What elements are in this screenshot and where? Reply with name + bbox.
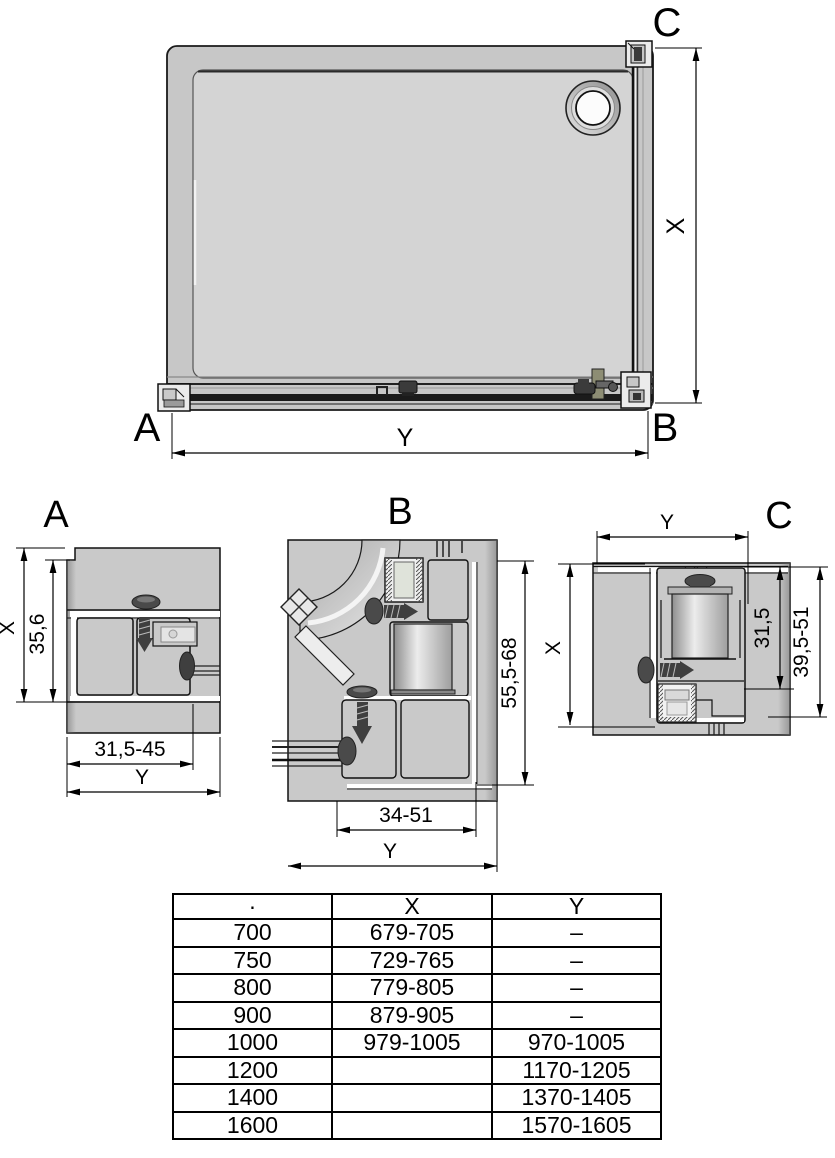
detail-b-label: B [387,491,412,533]
detail-a-screw [131,594,161,652]
wall-bracket-c [625,40,653,68]
table-cell: 970-1005 [491,1028,662,1058]
table-row: 800 779-805 – [172,973,662,1003]
table-cell [331,1110,493,1140]
detail-b-dimension-34-51: 34-51 [336,782,477,837]
detail-a-clamp-plate [152,621,198,681]
detail-c-dim-y-label: Y [660,511,674,534]
table-row: 1400 1370-1405 [172,1083,662,1113]
drawing-canvas: X Y C A B A [0,1,828,872]
drain-icon [565,80,621,136]
table-cell: 1600 [172,1110,333,1140]
table-cell: 879-905 [331,1000,493,1030]
detail-view-a: A [0,494,221,797]
table-cell: – [491,918,662,948]
table-row: 900 879-905 – [172,1000,662,1030]
table-cell: 979-1005 [331,1028,493,1058]
table-row: 750 729-765 – [172,945,662,975]
table-cell: 700 [172,918,333,948]
table-cell: 750 [172,945,333,975]
glass-panel [631,50,644,400]
detail-view-c: C [542,495,828,736]
detail-a-dim-x-label: X [0,621,19,635]
table-cell: 800 [172,973,333,1003]
detail-b-dim-range-label: 34-51 [379,804,433,827]
detail-c-dimension-x: X [542,563,655,728]
detail-c-roller-cylinder [664,574,736,660]
table-cell: – [491,1000,662,1030]
detail-b-dimension-y: Y [288,801,498,872]
detail-a-dimension-35-6: 35,6 [26,559,70,702]
detail-c-dimension-31-5: 31,5 [744,566,828,690]
plan-dim-y-label: Y [397,424,414,452]
plan-dim-x-label: X [662,217,690,234]
detail-c-label: C [765,495,792,537]
detail-a-dimension-y: Y [67,737,221,797]
table-row: 700 679-705 – [172,918,662,948]
detail-a-label: A [43,494,69,536]
plan-dimension-y: Y [171,411,649,459]
detail-c-adjust-screw [637,656,694,684]
plan-section-label-b: B [652,406,679,450]
detail-c-dimension-39-5-51: 39,5-51 [768,567,827,718]
detail-a-profile-cavities [67,609,220,703]
detail-c-seal-insert [657,683,697,723]
detail-b-dimension-55-5-68: 55,5-68 [477,560,534,786]
detail-c-dim-x-label: X [542,641,565,655]
detail-b-adjust-screw [364,597,418,625]
detail-a-dim-inner-label: 35,6 [26,614,49,655]
plan-section-label-a: A [134,406,161,450]
col-header-x: X [331,893,493,920]
detail-a-dim-y-label: Y [135,766,149,789]
size-dimension-table: · X Y 700 679-705 – 750 729-765 – 800 77… [172,893,662,1140]
table-cell: 1200 [172,1055,333,1085]
corner-bracket-a [157,383,191,412]
detail-b-dim-inner-label: 55,5-68 [498,637,521,708]
table-cell: 900 [172,1000,333,1030]
table-cell: 779-805 [331,973,493,1003]
table-cell: 1000 [172,1028,333,1058]
plan-section-label-c: C [653,1,682,45]
plan-view: X Y C A B [134,1,702,459]
col-header-size: · [172,893,333,920]
table-cell: 1570-1605 [491,1110,662,1140]
table-row: 1000 979-1005 970-1005 [172,1028,662,1058]
detail-a-dim-range-label: 31,5-45 [94,738,165,761]
detail-a-bumper [179,651,195,681]
detail-b-roller-cylinder [390,623,456,695]
table-row: 1200 1170-1205 [172,1055,662,1085]
table-cell: – [491,945,662,975]
table-cell: 1400 [172,1083,333,1113]
table-cell: 1370-1405 [491,1083,662,1113]
table-cell: 679-705 [331,918,493,948]
table-cell: 1170-1205 [491,1055,662,1085]
table-cell [331,1055,493,1085]
detail-b-screw-head-side [337,736,357,766]
detail-c-dim-right-label: 39,5-51 [790,606,813,677]
detail-view-b: B [272,491,534,872]
detail-b-fixing-screw [337,685,378,766]
table-row: 1600 1570-1605 [172,1110,662,1140]
corner-hardware-b [573,368,652,409]
table-cell [331,1083,493,1113]
detail-a-dimension-x: X [0,547,80,703]
col-header-y: Y [491,893,662,920]
table-cell: 729-765 [331,945,493,975]
table-header-row: · X Y [172,893,662,920]
detail-c-dim-inner-label: 31,5 [751,608,774,649]
door-roller-mid [376,380,418,396]
detail-a-dimension-31-5-45: 31,5-45 [66,704,194,797]
detail-b-glass-clamp [280,588,355,686]
plan-dimension-x: X [655,47,702,404]
table-cell: – [491,973,662,1003]
detail-b-dim-y-label: Y [383,840,397,863]
